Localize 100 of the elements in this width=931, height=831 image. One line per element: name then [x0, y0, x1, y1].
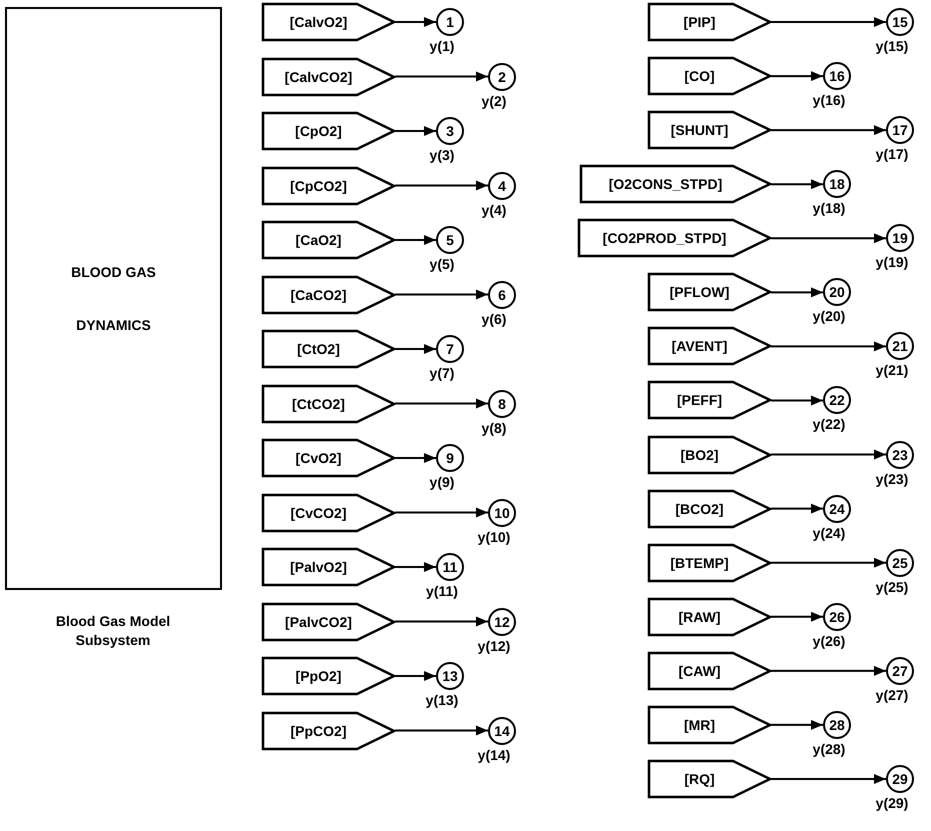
goto-tag	[262, 384, 395, 422]
tag-label: [CvCO2]	[289, 504, 348, 523]
outport-circle	[886, 224, 914, 252]
port-label: y(6)	[480, 310, 508, 326]
port-number: 13	[442, 668, 458, 684]
arrow	[771, 287, 823, 298]
tag-label: [PIP]	[682, 13, 716, 32]
arrow	[395, 180, 488, 190]
goto-tag	[262, 602, 395, 640]
port-number: 3	[446, 123, 454, 139]
outport-circle	[886, 440, 914, 469]
arrow	[395, 726, 488, 736]
port-label: y(10)	[476, 528, 512, 544]
goto-tag	[648, 111, 771, 150]
arrow	[771, 558, 886, 568]
port-label: y(1)	[428, 38, 456, 54]
port-label: y(27)	[874, 686, 910, 703]
port-number: 2	[498, 68, 506, 84]
port-number: 21	[892, 338, 908, 354]
goto-tag	[262, 548, 395, 586]
goto-tag	[262, 657, 395, 695]
port-label: y(16)	[812, 92, 846, 108]
port-label: y(17)	[874, 146, 910, 162]
outport-circle	[436, 117, 464, 145]
goto-tag	[262, 112, 395, 150]
arrow	[395, 671, 436, 681]
tag-label: [CAW]	[678, 662, 722, 681]
tag-label: [PFLOW]	[668, 283, 730, 302]
goto-tag	[262, 712, 395, 750]
port-number: 25	[892, 554, 908, 571]
arrow	[395, 562, 436, 572]
goto-tag	[648, 652, 771, 690]
tag-label: [PalvCO2]	[284, 612, 353, 632]
arrow	[395, 290, 488, 300]
tag-label: [CtO2]	[296, 340, 341, 359]
goto-tag	[262, 58, 395, 96]
port-number: 22	[829, 392, 845, 408]
arrow	[771, 17, 886, 27]
outport-circle	[488, 608, 516, 636]
port-number: 20	[829, 284, 845, 300]
port-label: y(28)	[812, 740, 846, 757]
tag-label: [PalvO2]	[289, 558, 348, 577]
outport-circle	[886, 8, 914, 36]
tag-label: [AVENT]	[670, 337, 728, 356]
tag-label: [RQ]	[683, 770, 716, 789]
outport-circle	[886, 656, 914, 685]
goto-tag	[262, 3, 395, 41]
arrow	[771, 612, 823, 622]
port-number: 1	[446, 14, 454, 30]
port-number: 5	[446, 232, 454, 248]
arrow	[771, 396, 823, 406]
port-label: y(19)	[874, 254, 910, 270]
outport-circle	[886, 116, 914, 144]
arrow	[395, 616, 488, 626]
arrow	[771, 666, 886, 676]
arrow	[395, 344, 436, 354]
port-label: y(22)	[812, 416, 846, 432]
port-label: y(18)	[812, 200, 846, 216]
tag-label: [MR]	[682, 716, 716, 735]
goto-tag	[648, 706, 771, 744]
port-number: 10	[494, 504, 510, 520]
port-label: y(14)	[476, 746, 512, 762]
port-number: 4	[498, 178, 506, 194]
port-label: y(29)	[874, 794, 910, 811]
goto-tag	[648, 381, 771, 420]
port-label: y(23)	[874, 470, 910, 487]
tag-label: [SHUNT]	[670, 121, 730, 140]
tag-label: [BTEMP]	[669, 554, 730, 573]
goto-tag	[262, 276, 395, 314]
goto-tag	[262, 494, 395, 532]
port-number: 29	[892, 770, 908, 787]
outport-circle	[823, 62, 851, 90]
port-label: y(3)	[428, 147, 456, 163]
goto-tag	[262, 439, 395, 477]
port-number: 18	[829, 176, 845, 192]
outport-circle	[823, 494, 851, 523]
arrow	[395, 453, 436, 463]
tag-label: [CO2PROD_STPD]	[602, 229, 728, 248]
subsystem-block	[5, 7, 222, 590]
port-number: 24	[829, 500, 845, 517]
goto-tag	[580, 165, 771, 204]
outport-circle	[886, 548, 914, 577]
goto-tag	[648, 57, 771, 96]
tag-label: [CO]	[683, 67, 716, 86]
tag-label: [CaCO2]	[289, 286, 348, 305]
tag-label: [BCO2]	[674, 500, 725, 519]
block-caption: Blood Gas Model Subsystem	[54, 612, 172, 650]
goto-tag	[648, 598, 771, 636]
port-label: y(5)	[428, 256, 456, 272]
goto-tag	[578, 219, 771, 258]
goto-tag	[262, 221, 395, 259]
block-title: DYNAMICS	[75, 317, 152, 333]
outport-circle	[436, 553, 464, 581]
goto-tag	[648, 544, 771, 582]
port-number: 14	[494, 722, 510, 738]
outport-circle	[823, 710, 851, 739]
tag-label: [BO2]	[679, 446, 720, 465]
tag-label: [CaO2]	[294, 231, 342, 250]
tag-label: [CvO2]	[294, 449, 342, 468]
outport-circle	[886, 332, 914, 360]
